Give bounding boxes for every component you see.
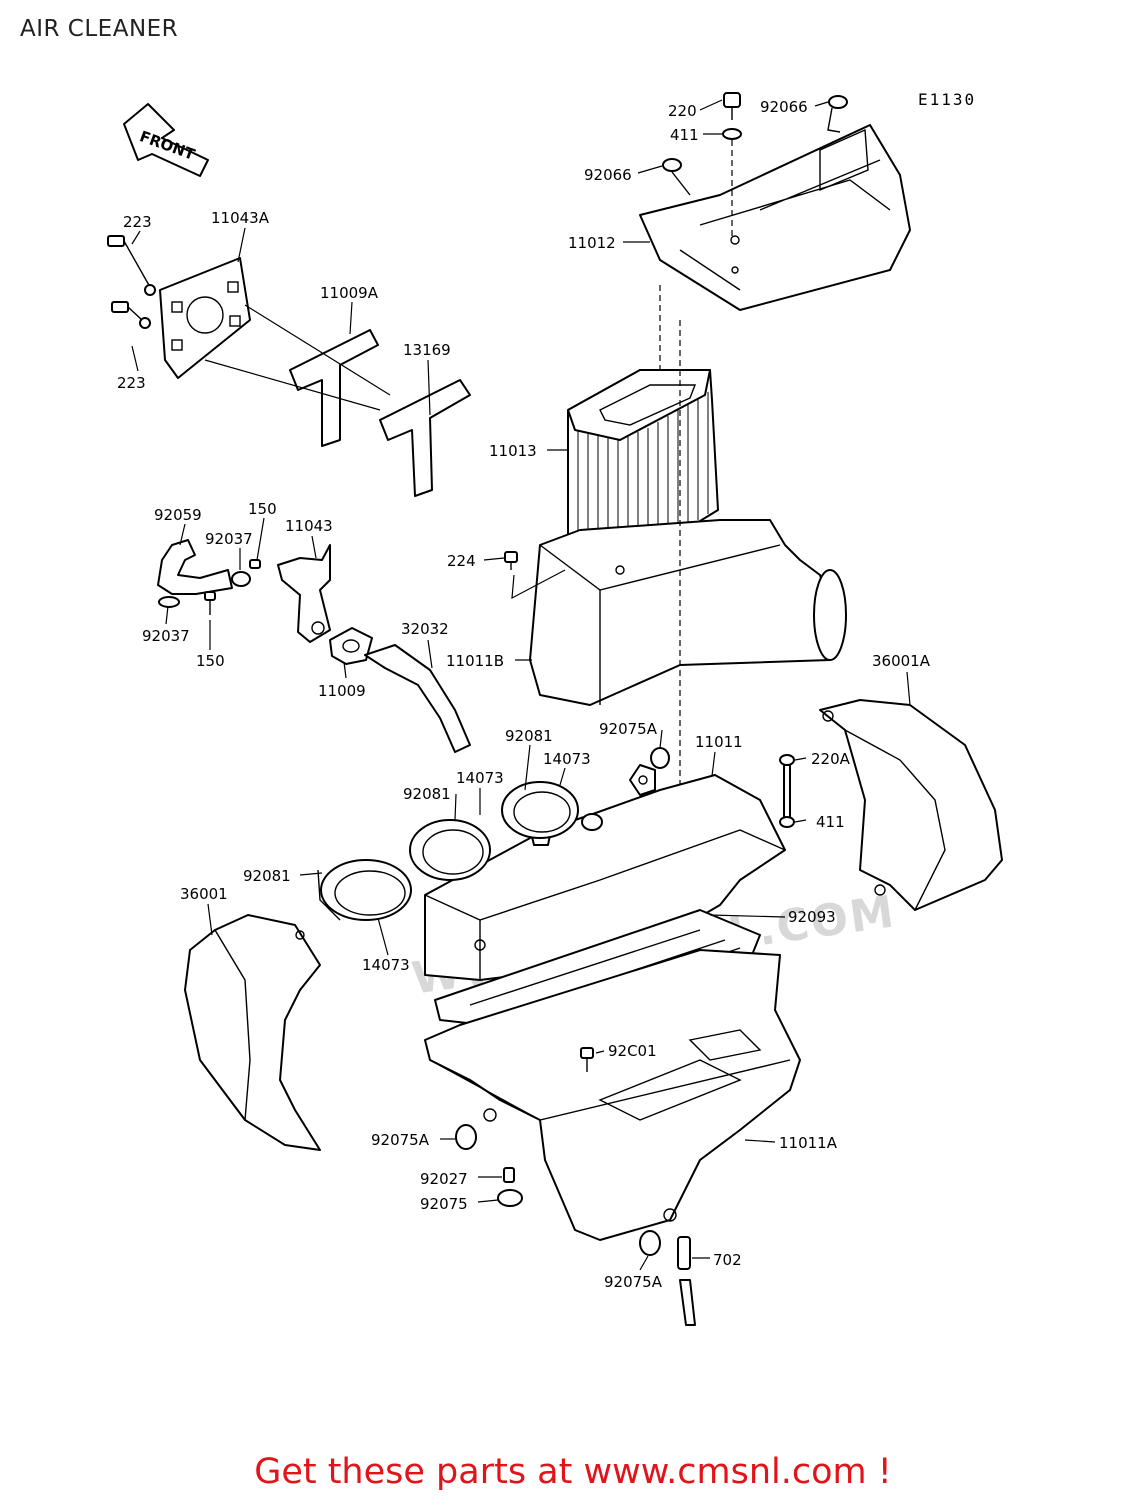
grommet-92075 — [497, 1189, 523, 1207]
label-92081-a: 92081 — [505, 727, 553, 745]
label-92037-a: 92037 — [205, 530, 253, 548]
footer-cta[interactable]: Get these parts at www.cmsnl.com ! — [254, 1452, 892, 1492]
washer-411 — [722, 128, 742, 140]
label-36001a: 36001A — [872, 652, 931, 670]
drain-tube-702 — [677, 1236, 696, 1326]
label-11009: 11009 — [318, 682, 366, 700]
air-box-lower-11011a — [424, 949, 801, 1241]
label-411-a: 411 — [670, 126, 699, 144]
label-11011a: 11011A — [779, 1134, 838, 1152]
bracket-11012 — [639, 124, 911, 311]
bracket-11043 — [277, 544, 331, 643]
label-220a: 220A — [811, 750, 851, 768]
grommet-92066-a — [827, 95, 848, 133]
label-92037-b: 92037 — [142, 627, 190, 645]
label-92081-c: 92081 — [243, 867, 291, 885]
label-92075a-c: 92075A — [604, 1273, 663, 1291]
hose-92059 — [157, 539, 233, 595]
label-92075a-b: 92075A — [371, 1131, 430, 1149]
label-36001: 36001 — [180, 885, 228, 903]
clamp-92037-b — [158, 596, 180, 608]
label-150-a: 150 — [248, 500, 277, 518]
side-cover-36001a — [819, 699, 1003, 911]
label-411-b: 411 — [816, 813, 845, 831]
label-92075a-a: 92075A — [599, 720, 658, 738]
plate-11009a — [289, 329, 379, 447]
label-11013: 11013 — [489, 442, 537, 460]
label-11011: 11011 — [695, 733, 743, 751]
screw-224 — [504, 551, 518, 570]
label-92066-b: 92066 — [584, 166, 632, 184]
duct-14073-b — [409, 819, 491, 881]
label-13169: 13169 — [403, 341, 451, 359]
screw-150-b — [204, 591, 216, 615]
bolt-220a — [779, 754, 795, 821]
label-11043: 11043 — [285, 517, 333, 535]
bracket-11043a — [159, 257, 251, 379]
hose-32032 — [364, 644, 471, 753]
bolt-223-a — [107, 235, 156, 296]
label-92066-a: 92066 — [760, 98, 808, 116]
bolt-223-b — [111, 301, 151, 329]
screw-150-a — [249, 559, 261, 569]
diagram-code: E1130 — [918, 90, 977, 109]
label-223-a: 223 — [123, 213, 152, 231]
duct-14073-a — [317, 859, 412, 921]
duct-14073-c — [501, 781, 579, 839]
label-11043a: 11043A — [211, 209, 270, 227]
label-11012: 11012 — [568, 234, 616, 252]
label-92027: 92027 — [420, 1170, 468, 1188]
label-92081-b: 92081 — [403, 785, 451, 803]
gasket-11009 — [329, 627, 373, 665]
label-150-b: 150 — [196, 652, 225, 670]
washer-411-b — [779, 816, 795, 828]
label-223-b: 223 — [117, 374, 146, 392]
label-92059: 92059 — [154, 506, 202, 524]
collar-92027 — [503, 1167, 515, 1183]
label-92c01: 92C01 — [608, 1042, 657, 1060]
label-11009a: 11009A — [320, 284, 379, 302]
label-224: 224 — [447, 552, 476, 570]
screw-92c01 — [580, 1047, 594, 1072]
bolt-220 — [723, 92, 741, 120]
plate-13169 — [379, 379, 471, 497]
label-11011b: 11011B — [446, 652, 504, 670]
label-14073-a: 14073 — [543, 750, 591, 768]
grommet-92075a-bottom — [639, 1230, 661, 1256]
clamp-92037-a — [231, 571, 251, 587]
part-labels: 220 92066 411 92066 11012 223 11043A 110… — [117, 98, 931, 1291]
grommet-92075a-top — [650, 747, 670, 769]
page-title: AIR CLEANER — [20, 16, 179, 42]
label-702: 702 — [713, 1251, 742, 1269]
front-arrow-icon: FRONT — [123, 103, 209, 177]
label-14073-b: 14073 — [456, 769, 504, 787]
label-92093: 92093 — [788, 908, 836, 926]
label-220: 220 — [668, 102, 697, 120]
side-cover-36001 — [184, 914, 321, 1151]
label-32032: 32032 — [401, 620, 449, 638]
grommet-92075a-left — [455, 1124, 477, 1150]
grommet-92066-b — [662, 158, 691, 196]
label-14073-c: 14073 — [362, 956, 410, 974]
air-box-cover-11011b — [529, 519, 847, 706]
label-92075: 92075 — [420, 1195, 468, 1213]
